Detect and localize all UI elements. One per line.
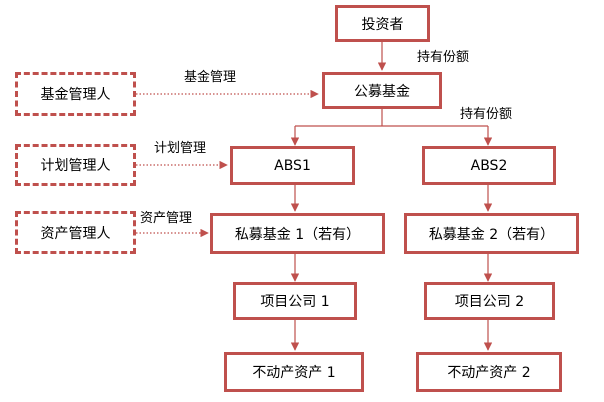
- node-plan-manager-label: 计划管理人: [40, 158, 111, 174]
- node-abs1-label: ABS1: [274, 157, 311, 174]
- node-public-fund-label: 公募基金: [354, 83, 410, 100]
- edge-label-fund-management: 基金管理: [184, 70, 237, 85]
- node-abs2-label: ABS2: [470, 157, 508, 174]
- node-investor-label: 投资者: [361, 16, 404, 33]
- node-fund-manager: 基金管理人: [15, 72, 136, 116]
- node-private-fund2-label: 私募基金 2（若有）: [428, 226, 555, 243]
- node-real-estate1-label: 不动产资产 1: [252, 365, 336, 381]
- node-project-company2: 项目公司 2: [424, 282, 555, 320]
- edge-label-holds-share-1: 持有份额: [417, 50, 470, 65]
- edge-label-asset-management: 资产管理: [140, 211, 193, 226]
- node-asset-manager: 资产管理人: [15, 211, 136, 254]
- node-real-estate2: 不动产资产 2: [416, 352, 562, 392]
- node-abs2: ABS2: [422, 146, 556, 185]
- node-plan-manager: 计划管理人: [15, 144, 136, 186]
- node-project-company1: 项目公司 1: [233, 282, 357, 320]
- node-private-fund1: 私募基金 1（若有）: [210, 213, 385, 254]
- node-real-estate1: 不动产资产 1: [224, 352, 364, 392]
- edge-label-plan-management: 计划管理: [154, 141, 207, 156]
- node-abs1: ABS1: [230, 146, 355, 185]
- node-investor: 投资者: [335, 5, 430, 42]
- node-private-fund1-label: 私募基金 1（若有）: [234, 226, 361, 243]
- node-private-fund2: 私募基金 2（若有）: [404, 213, 579, 254]
- node-real-estate2-label: 不动产资产 2: [447, 365, 531, 381]
- edge-label-holds-share-2: 持有份额: [460, 107, 513, 122]
- node-project-company2-label: 项目公司 2: [454, 294, 525, 310]
- node-asset-manager-label: 资产管理人: [40, 225, 111, 242]
- node-public-fund: 公募基金: [322, 72, 442, 109]
- node-fund-manager-label: 基金管理人: [40, 87, 111, 103]
- node-project-company1-label: 项目公司 1: [260, 294, 330, 310]
